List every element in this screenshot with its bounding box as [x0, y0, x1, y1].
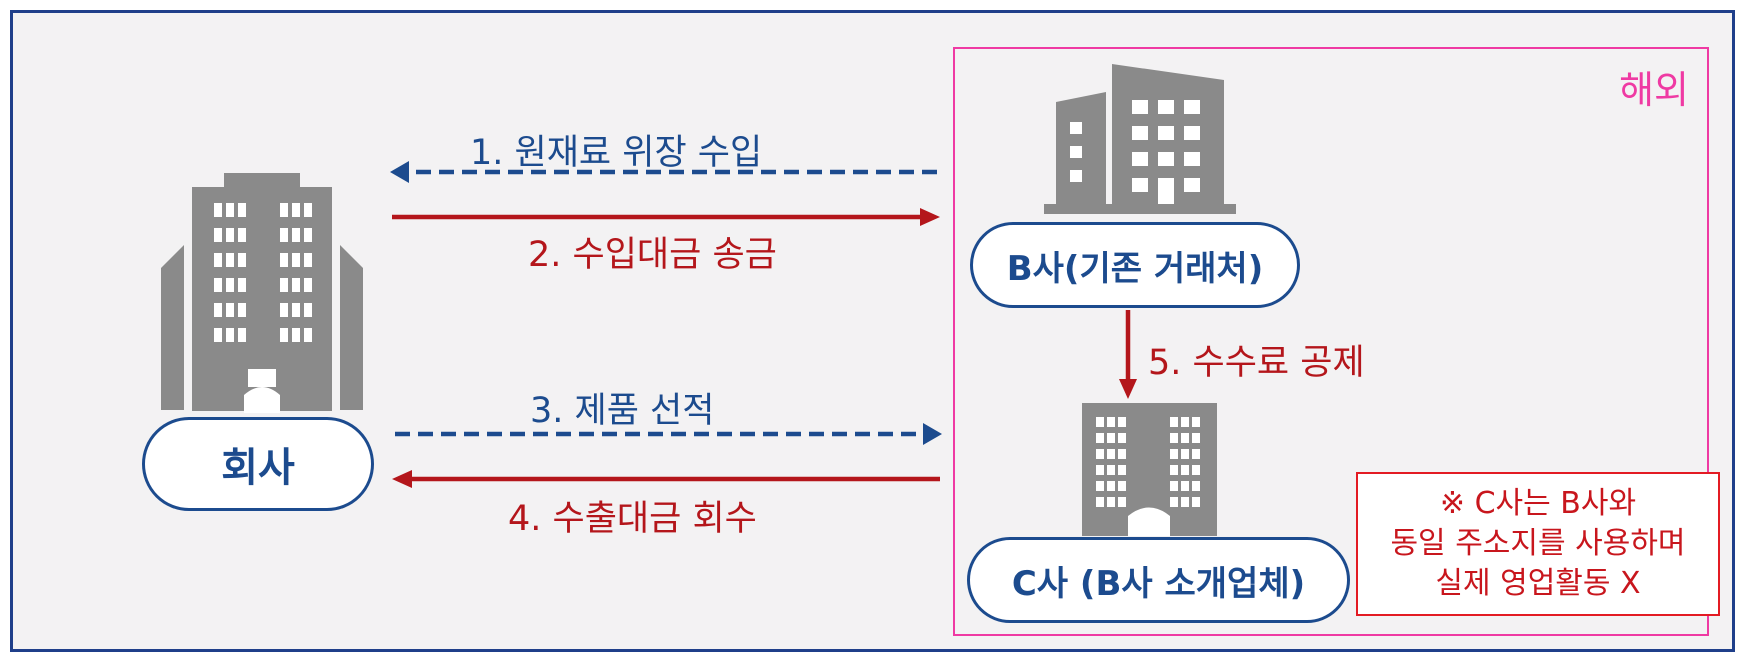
note-line-1: ※ C사는 B사와 [1439, 486, 1637, 521]
company-b-label: B사(기존 거래처) [1006, 248, 1264, 289]
office-building-icon [1044, 64, 1236, 214]
company-c-label: C사 (B사 소개업체) [1011, 563, 1306, 604]
company-pill: 회사 [142, 417, 374, 511]
overseas-region: 해외 [953, 47, 1709, 636]
company-b-pill: B사(기존 거래처) [970, 222, 1300, 308]
arrow-5-solid [1119, 310, 1137, 399]
company-c-pill: C사 (B사 소개업체) [967, 537, 1350, 623]
flow-label-4: 4. 수출대금 회수 [508, 499, 757, 539]
office-tower-icon [161, 173, 363, 413]
flow-label-1: 1. 원재료 위장 수입 [470, 133, 763, 173]
note-line-3: 실제 영업활동 X [1435, 566, 1641, 601]
flow-label-2: 2. 수입대금 송금 [528, 235, 777, 275]
flow-label-3: 3. 제품 선적 [530, 391, 715, 431]
arrow-2-solid [392, 208, 940, 226]
note-box: ※ C사는 B사와 동일 주소지를 사용하며 실제 영업활동 X [1356, 472, 1720, 616]
arrow-3-dashed [395, 423, 942, 445]
overseas-label: 해외 [1619, 68, 1689, 112]
flow-label-5: 5. 수수료 공제 [1148, 343, 1365, 383]
company-label: 회사 [221, 445, 295, 491]
arrow-4-solid [392, 470, 940, 488]
small-office-icon [1082, 403, 1217, 536]
note-line-2: 동일 주소지를 사용하며 [1390, 526, 1686, 561]
arrow-1-dashed [390, 161, 937, 183]
